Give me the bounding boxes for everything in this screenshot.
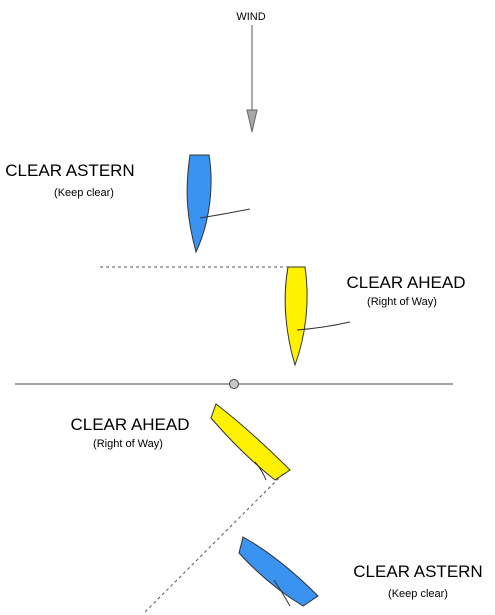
yellow-boat-top-boom xyxy=(296,321,351,331)
top-ahead-note: (Right of Way) xyxy=(367,296,437,308)
bottom-astern-note: (Keep clear) xyxy=(388,588,448,600)
bottom-ahead-title: CLEAR AHEAD xyxy=(70,415,189,434)
blue-boat-top-boom xyxy=(199,208,251,219)
wind-arrowhead-icon xyxy=(246,109,258,133)
yellow-boat-top-icon xyxy=(284,266,308,367)
blue-boat-bottom-icon xyxy=(238,536,319,607)
top-ahead-title: CLEAR AHEAD xyxy=(346,273,465,292)
blue-boat-top-icon xyxy=(186,154,212,254)
yellow-boat-bottom-sheet xyxy=(254,461,267,481)
top-astern-note: (Keep clear) xyxy=(54,187,114,199)
mark-buoy-icon xyxy=(229,379,239,389)
bottom-overlap-dashed-line xyxy=(144,473,284,613)
bottom-astern-title: CLEAR ASTERN xyxy=(353,562,482,581)
top-astern-title: CLEAR ASTERN xyxy=(5,161,134,180)
wind-label: WIND xyxy=(236,11,265,23)
blue-boat-bottom-sheet xyxy=(273,579,291,607)
bottom-ahead-note: (Right of Way) xyxy=(93,438,163,450)
yellow-boat-bottom-icon xyxy=(210,403,291,481)
